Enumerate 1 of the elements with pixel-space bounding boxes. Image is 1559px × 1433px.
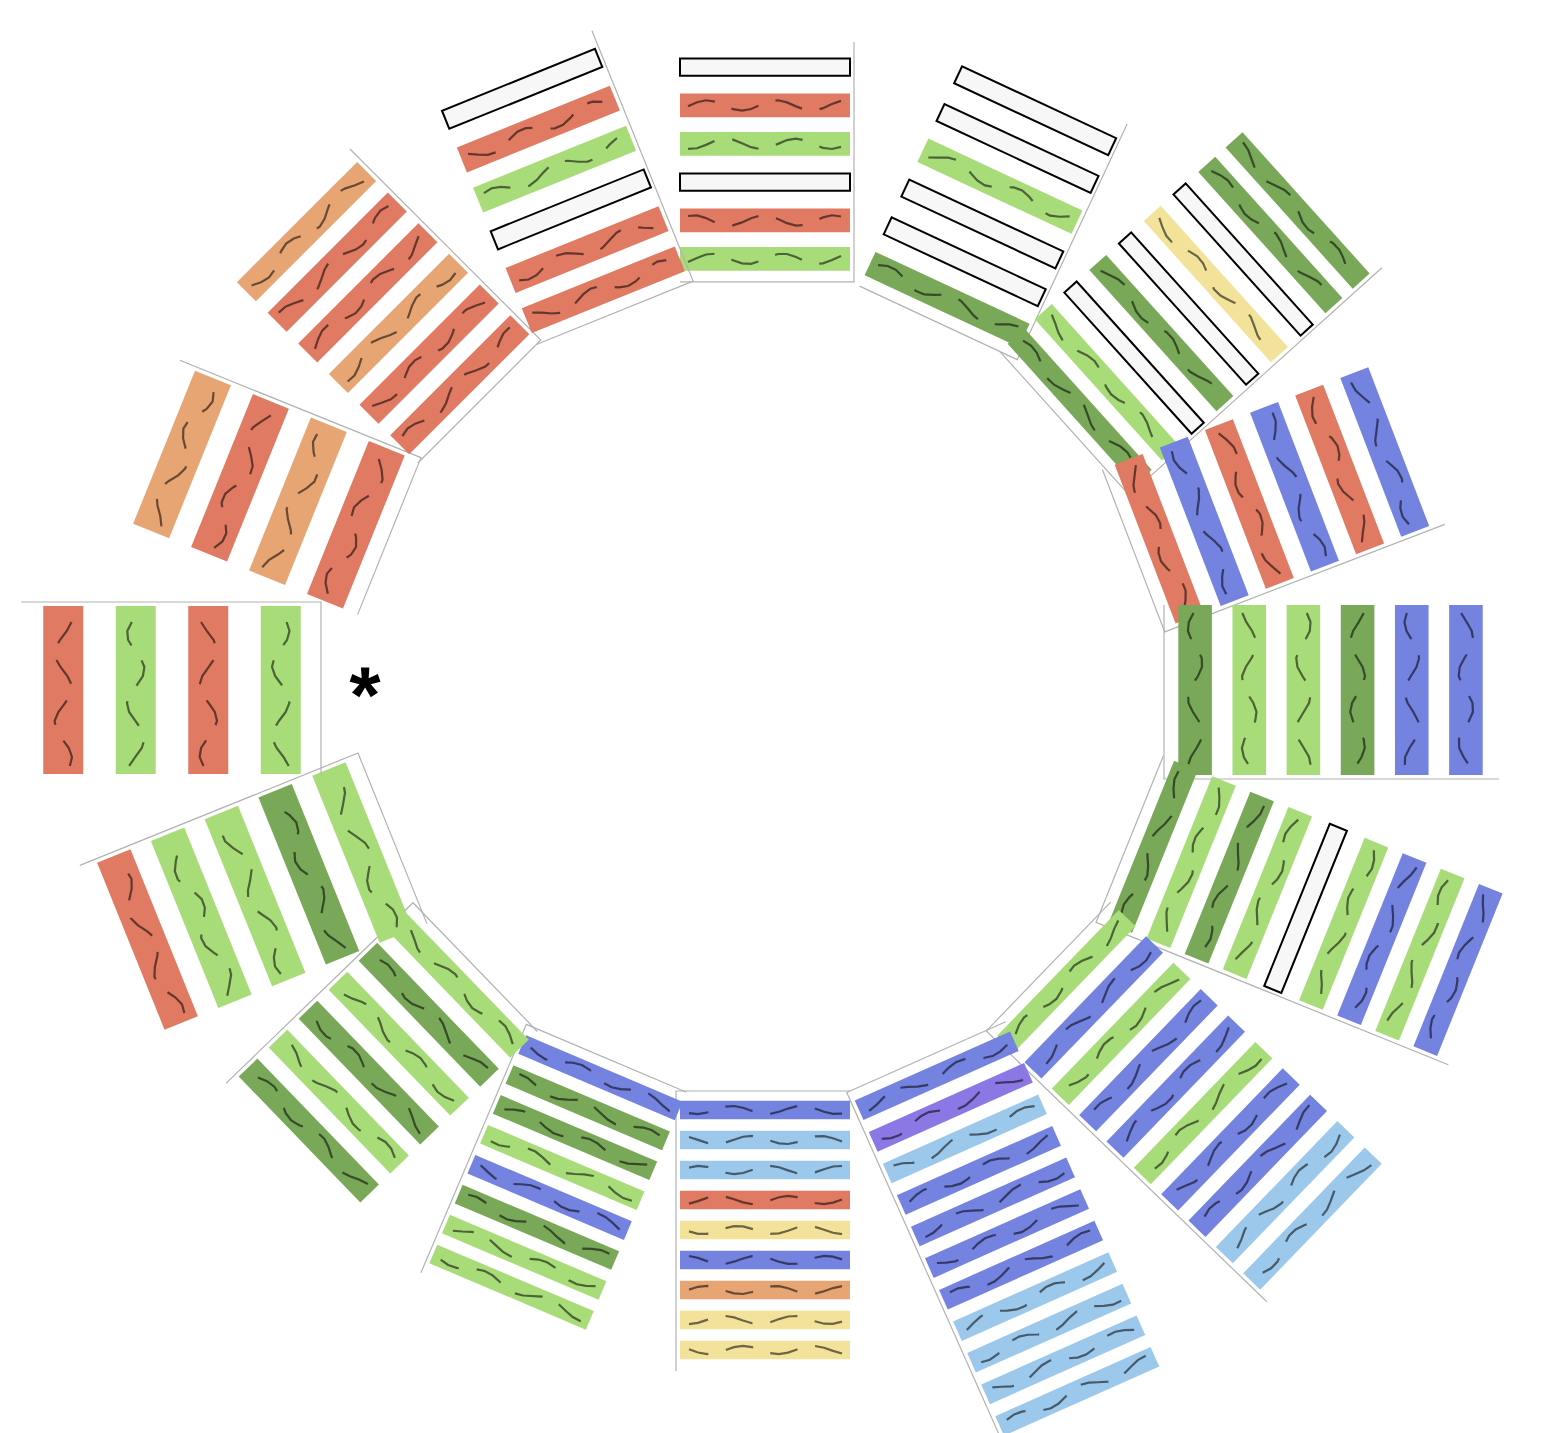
asterisk-mark: *: [349, 667, 381, 698]
